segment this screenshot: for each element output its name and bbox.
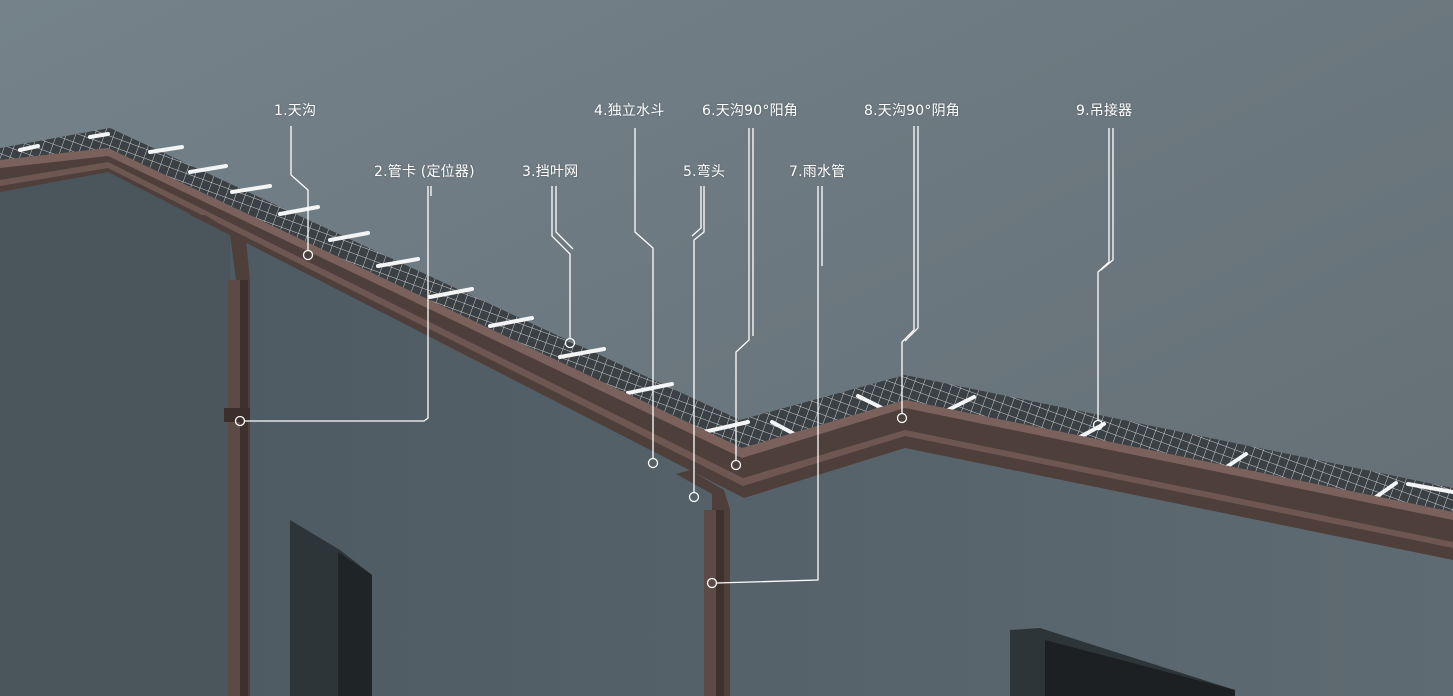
callout-label-rain-hopper: 4.独立水斗 xyxy=(594,103,665,119)
callout-label-elbow: 5.弯头 xyxy=(683,164,726,180)
mesh-clips xyxy=(18,132,1453,499)
gutter-body xyxy=(0,148,1453,560)
wall-shadow xyxy=(0,160,230,696)
callout-label-hanger: 9.吊接器 xyxy=(1076,103,1133,119)
pipe-clip xyxy=(224,408,250,422)
callout-label-downpipe: 7.雨水管 xyxy=(789,164,846,180)
leader-lines xyxy=(234,126,1114,589)
callout-label-gutter: 1.天沟 xyxy=(274,103,317,119)
callout-label-leaf-guard: 3.挡叶网 xyxy=(522,164,579,180)
callout-label-inner-corner: 8.天沟90°阴角 xyxy=(864,103,960,119)
callout-label-pipe-clip: 2.管卡 (定位器) xyxy=(374,164,475,180)
leaf-guard-mesh xyxy=(0,128,1453,512)
callout-label-outer-corner: 6.天沟90°阳角 xyxy=(702,103,798,119)
